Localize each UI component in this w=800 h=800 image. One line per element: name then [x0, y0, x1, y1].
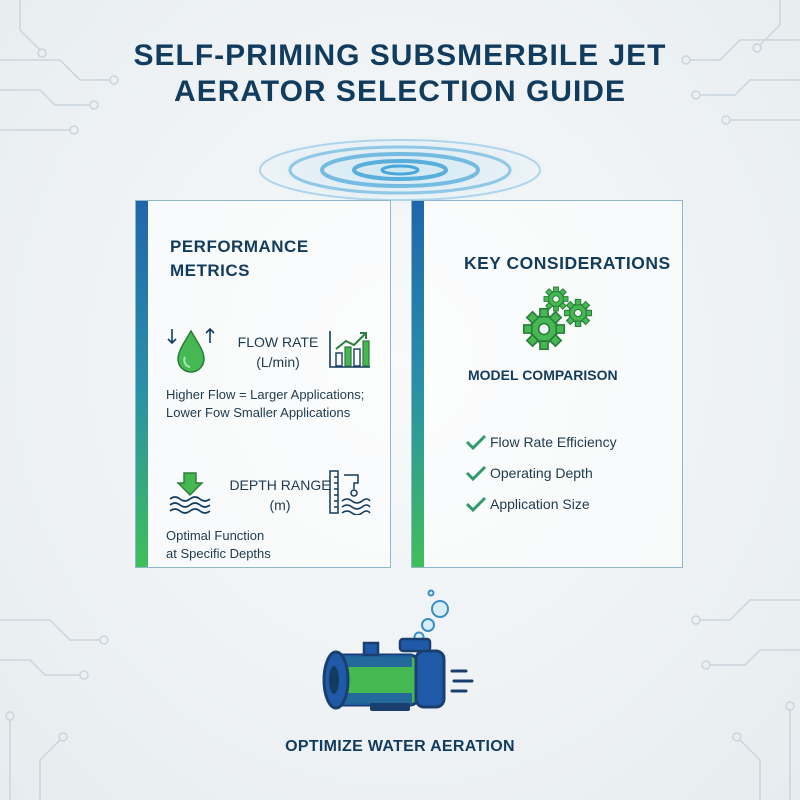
flow-desc-line-1: Higher Flow = Larger Applications; [166, 387, 365, 402]
consideration-item-text: Flow Rate Efficiency [490, 434, 617, 450]
card-accent-bar [136, 201, 148, 567]
model-comparison-label: MODEL COMPARISON [468, 367, 618, 383]
consideration-item-text: Application Size [490, 496, 590, 512]
title-line-1: SELF-PRIMING SUBSMERBILE JET [133, 39, 667, 72]
depth-range-description: Optimal Function at Specific Depths [166, 527, 366, 563]
depth-range-unit: (m) [269, 497, 291, 513]
consideration-item: Flow Rate Efficiency [464, 431, 617, 453]
depth-gauge-icon [329, 470, 371, 515]
page-title: SELF-PRIMING SUBSMERBILE JET AERATOR SEL… [100, 38, 700, 110]
water-drop-icon [167, 327, 215, 373]
bar-chart-trend-icon [329, 331, 370, 368]
key-considerations-card: KEY CONSIDERATIONS MODEL CO [411, 200, 683, 568]
down-arrow-waves-icon [169, 472, 211, 514]
consideration-item-text: Operating Depth [490, 465, 593, 481]
depth-desc-line-2: at Specific Depths [166, 546, 271, 561]
checkmark-icon [465, 465, 487, 482]
flow-rate-title: FLOW RATE [237, 334, 319, 350]
up-down-arrows-icon [167, 327, 215, 345]
checkmark-icon [465, 434, 487, 451]
performance-heading-line-2: METRICS [170, 261, 250, 280]
water-ripple-icon [245, 134, 555, 206]
depth-range-title: DEPTH RANGE [229, 477, 331, 493]
flow-rate-description: Higher Flow = Larger Applications; Lower… [166, 386, 386, 422]
consideration-item: Operating Depth [464, 462, 593, 484]
footer-tagline: OPTIMIZE WATER AERATION [285, 738, 515, 755]
card-accent-bar [412, 201, 424, 567]
performance-heading: PERFORMANCE METRICS [170, 235, 370, 283]
flow-desc-line-2: Lower Fow Smaller Applications [166, 405, 351, 420]
flow-rate-label: FLOW RATE (L/min) [228, 332, 328, 372]
performance-heading-line-1: PERFORMANCE [170, 237, 309, 256]
consideration-item: Application Size [464, 493, 590, 515]
title-line-2: AERATOR SELECTION GUIDE [174, 75, 626, 108]
depth-range-label: DEPTH RANGE (m) [228, 475, 332, 515]
jet-aerator-pump-icon [322, 589, 474, 711]
gears-icon [522, 286, 593, 351]
depth-desc-line-1: Optimal Function [166, 528, 265, 543]
key-considerations-heading: KEY CONSIDERATIONS [464, 253, 671, 273]
checkmark-icon [465, 496, 487, 513]
performance-metrics-card: PERFORMANCE METRICS FLOW RATE (L/min) Hi… [135, 200, 391, 568]
flow-rate-unit: (L/min) [256, 354, 300, 370]
